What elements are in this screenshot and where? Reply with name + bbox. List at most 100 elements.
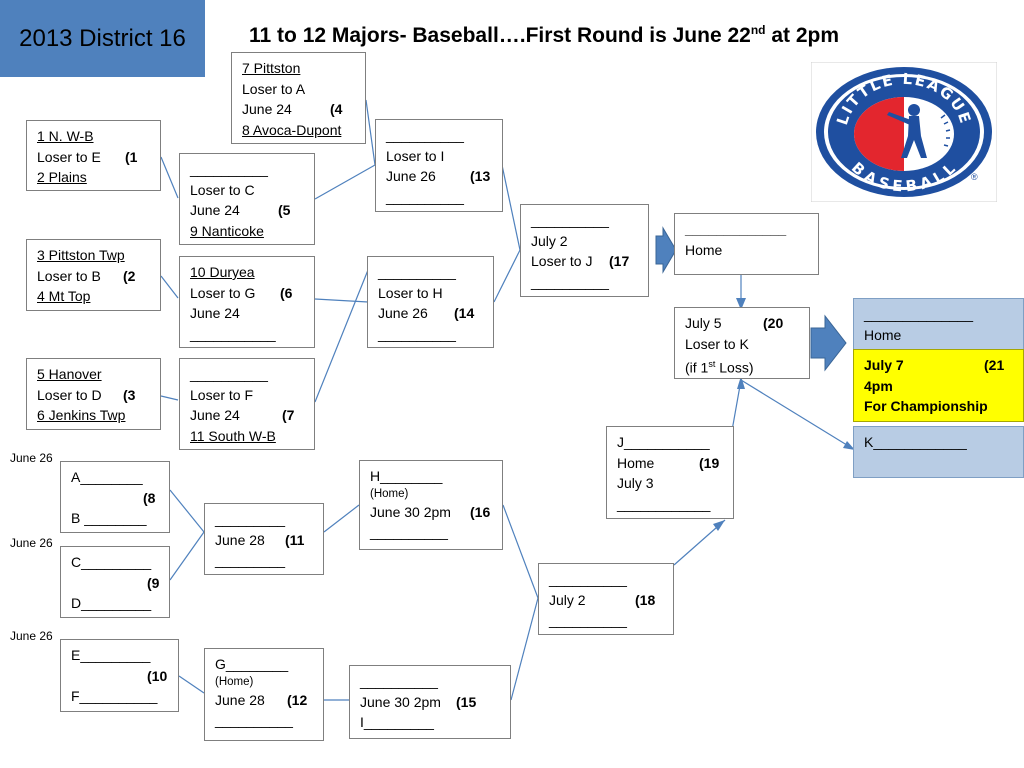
game-19-number: (19 [699,454,720,471]
game-17-blank2: __________ [531,273,609,290]
title-end: at 2pm [765,24,840,47]
home-slot-2-blank: ______________ [864,306,974,322]
game-4-team1: 7 Pittston [242,60,301,76]
game-3-box: 5 Hanover Loser to D(3 6 Jenkins Twp [26,358,161,430]
game-4-team2: 8 Avoca-Dupont [242,121,342,138]
game-16-blank: __________ [370,524,448,540]
home-slot-1-blank: _____________ [685,221,787,237]
logo-registered-mark: ® [971,172,978,182]
game-20-note-post: Loss) [715,359,754,376]
game-19-box: J___________ Home(19 July 3 ____________ [606,426,734,519]
game-12-box: G________ (Home) June 28(12 __________ [204,648,324,741]
championship-time: 4pm [864,377,893,394]
game-1-team2: 2 Plains [37,169,87,185]
game-17-number: (17 [609,253,630,269]
game-18-number: (18 [635,591,656,608]
game-7-loser: Loser to F [190,386,254,403]
game-13-blank2: __________ [386,188,464,205]
game-10-number: (10 [147,667,168,684]
game-20-box: July 5(20 Loser to K (if 1st Loss) [674,307,810,379]
game-13-box: __________ Loser to I June 26(13 _______… [375,119,503,212]
game-3-number: (3 [123,386,136,403]
game-10-box: E_________ (10 F__________ [60,639,179,712]
game-12-date: June 28 [215,691,265,708]
title-sup: nd [750,23,766,37]
side-label-june26-c: June 26 [10,629,53,643]
game-2-box: 3 Pittston Twp Loser to B(2 4 Mt Top [26,239,161,311]
game-17-loser: Loser to J [531,253,593,269]
k-slot: K____________ [853,426,1024,478]
game-16-label: H________ [370,468,443,484]
game-14-date: June 26 [378,305,428,321]
game-20-date: July 5 [685,315,722,331]
little-league-logo: LITTLE LEAGUE BASEBALL ® [811,62,997,202]
game-11-blank1: _________ [215,511,286,527]
game-11-number: (11 [285,531,305,548]
game-14-box: __________ Loser to H June 26(14 _______… [367,256,494,348]
game-8-box: A________ (8 B ________ [60,461,170,533]
game-4-date: June 24 [242,101,292,117]
game-17-date: July 2 [531,232,568,249]
championship-date: July 7 [864,357,904,373]
game-1-box: 1 N. W-B Loser to E(1 2 Plains [26,120,161,191]
game-2-loser: Loser to B [37,267,101,284]
game-13-number: (13 [470,168,491,184]
game-1-loser: Loser to E [37,148,101,165]
game-17-blank1: __________ [531,212,609,228]
game-15-date: June 30 2pm [360,693,441,710]
championship-number: (21 [984,357,1005,373]
game-7-date: June 24 [190,407,240,423]
home-slot-1: _____________ Home [674,213,819,275]
game-7-box: __________ Loser to F June 24(7 11 South… [179,358,315,450]
game-8-line1: A________ [71,469,143,485]
game-15-number: (15 [456,693,477,710]
game-2-team1: 3 Pittston Twp [37,247,125,263]
game-19-blank: ____________ [617,495,711,512]
game-15-blank1: __________ [360,673,438,689]
game-14-number: (14 [454,305,475,321]
game-4-loser: Loser to A [242,80,306,97]
game-10-line3: F__________ [71,688,158,704]
game-11-date: June 28 [215,531,265,548]
game-5-box: __________ Loser to C June 24(5 9 Nantic… [179,153,315,245]
game-12-blank: __________ [215,712,293,728]
game-2-team2: 4 Mt Top [37,288,91,304]
game-6-box: 10 Duryea Loser to G(6 June 24 _________… [179,256,315,348]
game-8-number: (8 [143,489,156,506]
game-6-team1: 10 Duryea [190,264,255,280]
home-slot-1-label: Home [685,241,723,258]
game-9-box: C_________ (9 D_________ [60,546,170,618]
game-16-home: (Home) [370,487,409,500]
game-9-number: (9 [147,574,160,591]
game-5-number: (5 [278,202,291,218]
game-15-box: __________ June 30 2pm (15 I_________ [349,665,511,739]
game-12-number: (12 [287,691,308,708]
game-7-team2: 11 South W-B [190,427,276,444]
game-12-home: (Home) [215,675,254,688]
game-15-line3: I_________ [360,714,434,730]
game-10-line1: E_________ [71,647,151,663]
game-7-blank: __________ [190,366,268,382]
game-19-date: July 3 [617,475,654,491]
side-label-june26-a: June 26 [10,451,53,465]
game-14-blank1: __________ [378,264,456,280]
k-slot-label: K____________ [864,434,967,450]
game-18-box: __________ July 2(18 __________ [538,563,674,635]
page-title: 11 to 12 Majors- Baseball….First Round i… [249,23,839,48]
game-13-blank1: __________ [386,127,464,143]
district-banner: 2013 District 16 [0,0,205,77]
game-6-date: June 24 [190,305,240,321]
game-18-date: July 2 [549,591,586,608]
championship-label: For Championship [864,398,988,414]
game-17-box: __________ July 2 Loser to J (17 ________… [520,204,649,297]
game-3-loser: Loser to D [37,386,102,403]
game-9-line3: D_________ [71,595,152,611]
home-slot-2: ______________ Home [853,298,1024,350]
game-9-line1: C_________ [71,554,152,570]
game-19-label: J___________ [617,434,710,450]
side-label-june26-b: June 26 [10,536,53,550]
game-11-box: _________ June 28(11 _________ [204,503,324,575]
game-3-team2: 6 Jenkins Twp [37,407,126,423]
game-5-team2: 9 Nanticoke [190,222,264,239]
